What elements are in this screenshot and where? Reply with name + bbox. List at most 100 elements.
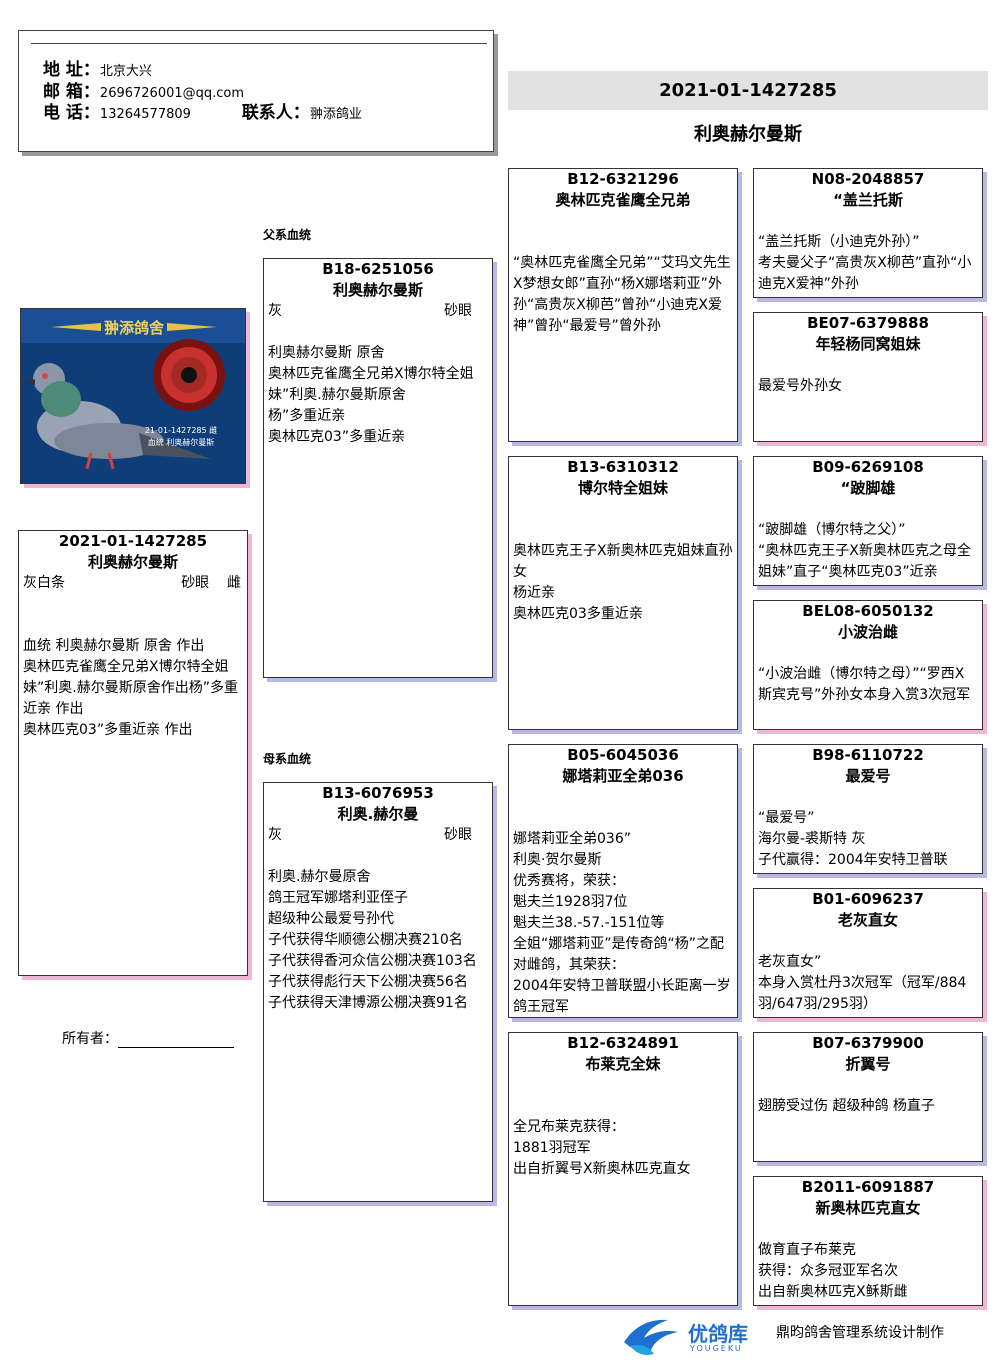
- ggp-description: “最爱号” 海尔曼-裘斯特 灰 子代赢得：2004年安特卫普联: [758, 810, 948, 868]
- subject-eye: 砂眼: [181, 575, 210, 591]
- dam-color: 灰: [268, 827, 282, 843]
- ggp-ring: BE07-6379888: [807, 314, 929, 332]
- ggp-name: “跛脚雄: [840, 479, 896, 497]
- ggp-box-3: B09-6269108 “跛脚雄 “跛脚雄（博尔特之父）” “奥林匹克王子X新奥…: [753, 456, 983, 586]
- owner-label: 所有者：: [62, 1031, 118, 1047]
- contact-person-label: 联系人：: [241, 103, 310, 123]
- sire-dam-box: B13-6310312 博尔特全姐妹 奥林匹克王子X新奥林匹克姐妹直孙女 杨近亲…: [508, 456, 738, 730]
- dam-sire-box: B05-6045036 娜塔莉亚全弟036 娜塔莉亚全弟036” 利奥·贺尔曼斯…: [508, 744, 738, 1018]
- contact-person-value: 翀添鸽业: [309, 107, 362, 122]
- brand-logo-icon: [624, 1319, 678, 1355]
- email-value: 2696726001@qq.com: [99, 86, 245, 101]
- ggp-name: 新奥林匹克直女: [815, 1199, 921, 1217]
- dam-dam-ring: B12-6324891: [567, 1034, 679, 1052]
- email-row: 邮 箱：2696726001@qq.com: [43, 77, 244, 102]
- ggp-name: 小波治雌: [837, 623, 898, 641]
- dam-name: 利奥.赫尔曼: [337, 805, 419, 823]
- dam-dam-name: 布莱克全妹: [585, 1055, 661, 1073]
- dam-dam-box: B12-6324891 布莱克全妹 全兄布莱克获得： 1881羽冠军 出自折翼号…: [508, 1032, 738, 1306]
- pedigree-ring-number: 2021-01-1427285: [508, 70, 988, 110]
- owner-blank[interactable]: [118, 1033, 234, 1048]
- sire-attributes: 灰 砂眼: [268, 301, 488, 322]
- dam-attributes: 灰 砂眼: [268, 825, 488, 846]
- ggp-ring: B98-6110722: [812, 746, 924, 764]
- ggp-box-4: BEL08-6050132 小波治雌 “小波治雌（博尔特之母）”“罗西X斯宾克号…: [753, 600, 983, 730]
- sire-box: B18-6251056 利奥赫尔曼斯 灰 砂眼 利奥赫尔曼斯 原舍 奥林匹克雀鹰…: [263, 258, 493, 678]
- brand-name: 优鸽库: [688, 1322, 748, 1346]
- photo-caption: 21-01-1427285 雌: [145, 425, 217, 435]
- ggp-ring: B09-6269108: [812, 458, 924, 476]
- ggp-name: “盖兰托斯: [833, 191, 903, 209]
- address-label: 地 址：: [43, 60, 100, 80]
- dam-ring: B13-6076953: [322, 784, 434, 802]
- ggp-ring: N08-2048857: [811, 170, 925, 188]
- subject-ring: 2021-01-1427285: [58, 532, 208, 550]
- subject-description: 血统 利奥赫尔曼斯 原舍 作出 奥林匹克雀鹰全兄弟X博尔特全姐妹”利奥.赫尔曼斯…: [23, 638, 238, 738]
- sire-eye: 砂眼: [444, 303, 472, 319]
- subject-attributes: 灰白条 砂眼 雌: [23, 573, 243, 594]
- subject-color: 灰白条: [23, 575, 65, 591]
- footer: 优鸽库 YOUGEKU 鼎昀鸽舍管理系统设计制作: [620, 1312, 990, 1362]
- ggp-description: 翅膀受过伤 超级种鸽 杨直子: [758, 1098, 935, 1114]
- photo-caption-2: 血统 利奥赫尔曼斯: [148, 437, 215, 447]
- sire-color: 灰: [268, 303, 282, 319]
- phone-label: 电 话：: [43, 103, 100, 123]
- phone-value: 13264577809: [99, 107, 191, 122]
- ggp-description: 最爱号外孙女: [758, 378, 842, 394]
- sire-dam-description: 奥林匹克王子X新奥林匹克姐妹直孙女 杨近亲 奥林匹克03多重近亲: [513, 543, 733, 622]
- ggp-box-8: B2011-6091887 新奥林匹克直女 做育直子布莱克 获得：众多冠亚军名次…: [753, 1176, 983, 1306]
- dam-sire-name: 娜塔莉亚全弟036: [562, 767, 684, 785]
- ggp-box-2: BE07-6379888 年轻杨同窝姐妹 最爱号外孙女: [753, 312, 983, 442]
- ggp-name: 老灰直女: [837, 911, 898, 929]
- contact-box: 地 址：北京大兴 邮 箱：2696726001@qq.com 电 话：13264…: [18, 30, 494, 152]
- subject-bird-box: 2021-01-1427285 利奥赫尔曼斯 灰白条 砂眼 雌 血统 利奥赫尔曼…: [18, 530, 248, 976]
- ggp-description: 老灰直女” 本身入赏杜丹3次冠军（冠军/884羽/647羽/295羽）: [758, 954, 967, 1012]
- dam-section-label: 母系血统: [263, 752, 312, 766]
- ggp-box-1: N08-2048857 “盖兰托斯 “盖兰托斯（小迪克外孙）” 考夫曼父子“高贵…: [753, 168, 983, 298]
- sire-name: 利奥赫尔曼斯: [332, 281, 423, 299]
- pigeon-photo: 翀添鸽舍 21-01-1427285 雌 血统 利奥赫尔曼斯: [20, 308, 246, 484]
- ggp-description: 做育直子布莱克 获得：众多冠亚军名次 出自新奥林匹克X稣斯雌: [758, 1242, 908, 1300]
- photo-title: 翀添鸽舍: [104, 319, 165, 337]
- dam-sire-ring: B05-6045036: [567, 746, 679, 764]
- subject-name: 利奥赫尔曼斯: [87, 553, 178, 571]
- ggp-description: “跛脚雄（博尔特之父）” “奥林匹克王子X新奥林匹克之母全姐妹”直子“奥林匹克0…: [758, 522, 971, 580]
- sire-dam-name: 博尔特全姐妹: [577, 479, 668, 497]
- pigeon-photo-art: 翀添鸽舍 21-01-1427285 雌 血统 利奥赫尔曼斯: [21, 309, 245, 483]
- ggp-box-6: B01-6096237 老灰直女 老灰直女” 本身入赏杜丹3次冠军（冠军/884…: [753, 888, 983, 1018]
- contact-divider: [31, 43, 487, 44]
- ggp-ring: BEL08-6050132: [802, 602, 934, 620]
- ggp-box-5: B98-6110722 最爱号 “最爱号” 海尔曼-裘斯特 灰 子代赢得：200…: [753, 744, 983, 874]
- dam-dam-description: 全兄布莱克获得： 1881羽冠军 出自折翼号X新奥林匹克直女: [513, 1119, 691, 1177]
- owner-line: 所有者：: [62, 1028, 234, 1048]
- phone-row: 电 话：13264577809 联系人：翀添鸽业: [43, 98, 362, 123]
- sire-ring: B18-6251056: [322, 260, 434, 278]
- subject-sex: 雌: [227, 575, 241, 591]
- sire-description: 利奥赫尔曼斯 原舍 奥林匹克雀鹰全兄弟X博尔特全姐妹”利奥.赫尔曼斯原舍 杨”多…: [268, 345, 474, 445]
- dam-description: 利奥.赫尔曼原舍 鸽王冠军娜塔利亚侄子 超级种公最爱号孙代 子代获得华顺德公棚决…: [268, 869, 477, 1011]
- ggp-ring: B01-6096237: [812, 890, 924, 908]
- ggp-description: “小波治雌（博尔特之母）”“罗西X斯宾克号”外孙女本身入赏3次冠军: [758, 666, 971, 703]
- ggp-name: 最爱号: [845, 767, 891, 785]
- dam-eye: 砂眼: [444, 827, 472, 843]
- sire-section-label: 父系血统: [263, 228, 312, 242]
- brand-name-en: YOUGEKU: [690, 1344, 743, 1353]
- sire-sire-description: “奥林匹克雀鹰全兄弟”“艾玛文先生X梦想女郎”直孙“杨X娜塔莉亚”外孙“高贵灰X…: [513, 255, 731, 334]
- ggp-description: “盖兰托斯（小迪克外孙）” 考夫曼父子“高贵灰X柳芭”直孙“小迪克X爱神”外孙: [758, 234, 972, 292]
- dam-sire-description: 娜塔莉亚全弟036” 利奥·贺尔曼斯 优秀赛将，荣获： 魁夫兰1928羽7位 魁…: [513, 831, 731, 1015]
- sire-sire-box: B12-6321296 奥林匹克雀鹰全兄弟 “奥林匹克雀鹰全兄弟”“艾玛文先生X…: [508, 168, 738, 442]
- sire-dam-ring: B13-6310312: [567, 458, 679, 476]
- pedigree-title: 利奥赫尔曼斯: [694, 124, 802, 145]
- ggp-box-7: B07-6379900 折翼号 翅膀受过伤 超级种鸽 杨直子: [753, 1032, 983, 1162]
- sire-sire-ring: B12-6321296: [567, 170, 679, 188]
- footer-credit: 鼎昀鸽舍管理系统设计制作: [776, 1325, 944, 1341]
- sire-sire-name: 奥林匹克雀鹰全兄弟: [555, 191, 691, 209]
- address-row: 地 址：北京大兴: [43, 55, 152, 80]
- dam-box: B13-6076953 利奥.赫尔曼 灰 砂眼 利奥.赫尔曼原舍 鸽王冠军娜塔利…: [263, 782, 493, 1202]
- ggp-name: 折翼号: [845, 1055, 891, 1073]
- ggp-ring: B07-6379900: [812, 1034, 924, 1052]
- ggp-name: 年轻杨同窝姐妹: [815, 335, 921, 353]
- address-value: 北京大兴: [99, 64, 152, 79]
- ggp-ring: B2011-6091887: [801, 1178, 935, 1196]
- email-label: 邮 箱：: [43, 82, 100, 102]
